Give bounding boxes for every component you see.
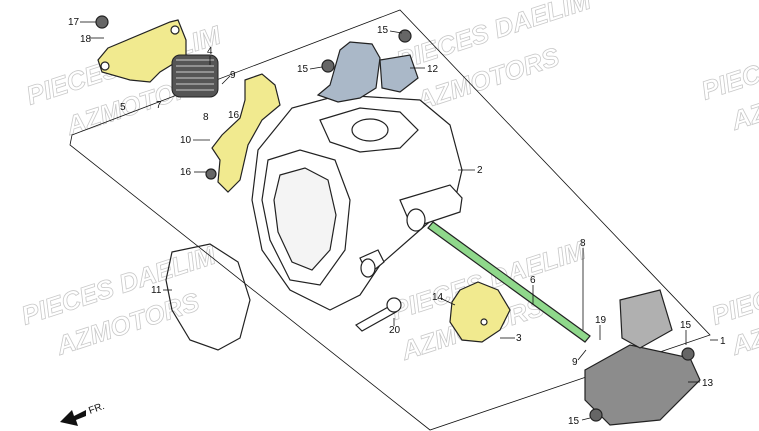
callout-15-left: 15	[297, 64, 309, 75]
callout-2: 2	[477, 165, 483, 176]
throttle-body	[251, 94, 463, 311]
callout-labels: 17 18 4 9 15 15 12 5 7 8 16 10 2 16 11 6…	[68, 17, 726, 427]
callout-20: 20	[389, 325, 401, 336]
bolt-16	[205, 168, 217, 180]
callout-11: 11	[151, 285, 162, 296]
callout-15-bottom: 15	[568, 416, 580, 427]
bolt-15-top	[398, 29, 412, 43]
callout-1: 1	[720, 336, 726, 347]
direction-label: FR.	[87, 401, 106, 417]
sensor-12	[316, 41, 419, 103]
callout-14: 14	[432, 292, 444, 303]
callout-19: 19	[595, 315, 607, 326]
callout-8-lower: 8	[580, 238, 586, 249]
bolt-17	[95, 15, 109, 29]
bolt-15-right	[681, 347, 695, 361]
bolt-15-bottom	[589, 408, 603, 422]
callout-6: 6	[530, 275, 536, 286]
callout-15-right: 15	[680, 320, 692, 331]
throttle-lever-5	[97, 19, 187, 83]
spring-4	[171, 54, 219, 98]
front-direction-indicator: FR.	[60, 401, 106, 426]
cam-hole	[480, 318, 488, 326]
callout-9-lower: 9	[572, 357, 578, 368]
callout-9: 9	[230, 70, 236, 81]
lever-hole	[100, 61, 110, 71]
sensor-body-13	[584, 289, 701, 426]
callout-16-upper: 16	[228, 110, 240, 121]
callout-10: 10	[180, 135, 192, 146]
callout-8: 8	[203, 112, 209, 123]
callout-13: 13	[702, 378, 714, 389]
callout-17: 17	[68, 17, 80, 28]
callout-16-lower: 16	[180, 167, 192, 178]
lever-hole	[170, 25, 180, 35]
callout-7: 7	[156, 100, 162, 111]
callout-4: 4	[207, 46, 213, 57]
direction-arrow-icon	[60, 410, 86, 426]
callout-3: 3	[516, 333, 522, 344]
callout-12: 12	[427, 64, 439, 75]
callout-18: 18	[80, 34, 92, 45]
screw-20	[355, 297, 402, 332]
link-lever-10	[211, 73, 281, 193]
watermark-line1: PIECES DAELIM	[708, 239, 759, 330]
assembly-frame	[69, 9, 711, 431]
callout-5: 5	[120, 102, 126, 113]
cam-plate-3	[449, 281, 511, 343]
bolt-15-left	[321, 59, 335, 73]
callout-15-top: 15	[377, 25, 389, 36]
watermark-line1: PIECES DAELIM	[698, 14, 759, 105]
o-ring-11	[165, 243, 251, 351]
leader-lines	[80, 21, 718, 421]
